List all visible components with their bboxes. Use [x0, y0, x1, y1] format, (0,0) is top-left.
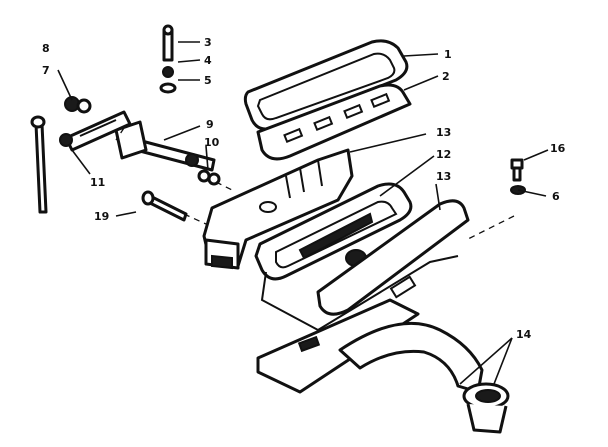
callout-3: 3: [204, 36, 212, 49]
callout-13-top: 13: [436, 126, 451, 139]
part-pedestal-bracket: [338, 321, 510, 434]
callout-7: 7: [42, 64, 50, 77]
part-nut-washer: [64, 96, 92, 114]
part-main-housing: [202, 148, 354, 270]
part-lever-arm: [59, 110, 132, 152]
part-inner-frame: [254, 182, 413, 281]
part-bolt-19: [141, 190, 188, 222]
callout-16: 16: [550, 142, 566, 155]
callout-11: 11: [90, 176, 105, 189]
callout-4: 4: [204, 54, 212, 67]
callout-10: 10: [204, 136, 220, 149]
callout-8: 8: [42, 42, 50, 55]
part-pin: [159, 24, 177, 94]
leader-lines: [57, 41, 549, 385]
callout-14: 14: [516, 328, 532, 341]
callout-6: 6: [552, 190, 560, 203]
callout-1: 1: [444, 48, 452, 61]
assembly-dash-lines: [115, 127, 515, 241]
callout-13-side: 13: [436, 170, 451, 183]
part-screw-16: [510, 158, 526, 195]
callout-12: 12: [436, 148, 451, 161]
part-gasket-plate: [256, 83, 412, 161]
callout-2: 2: [442, 70, 450, 83]
part-top-frame: [243, 39, 409, 131]
callout-9: 9: [206, 118, 214, 131]
callout-5: 5: [204, 74, 212, 87]
callout-labels: 1 2 3 4 5 6 7 8 9 10 11 12 13 13 14 16 1…: [42, 36, 566, 341]
callout-19: 19: [94, 210, 109, 223]
part-washers: [197, 169, 221, 186]
part-shaft: [114, 120, 216, 172]
part-rod: [30, 115, 48, 214]
